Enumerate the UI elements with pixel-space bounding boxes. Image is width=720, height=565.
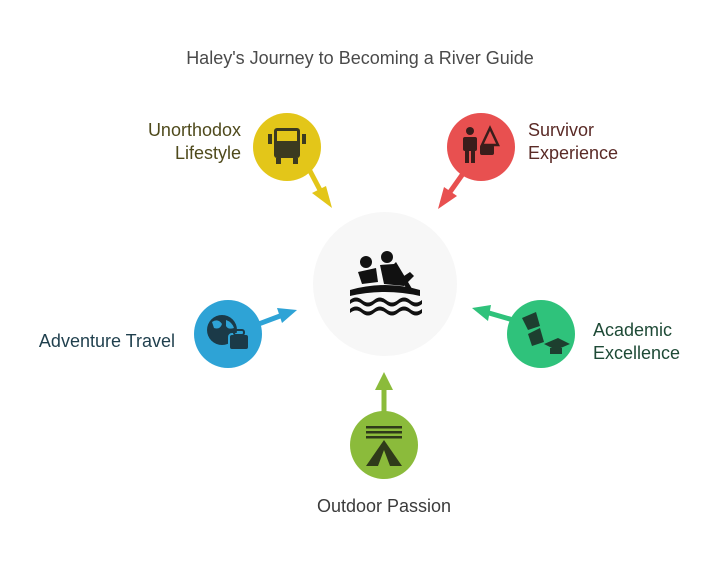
label-survivor: Survivor Experience bbox=[528, 119, 618, 165]
label-unorthodox: Unorthodox Lifestyle bbox=[148, 119, 241, 165]
label-line: Experience bbox=[528, 143, 619, 163]
node-academic bbox=[472, 300, 575, 368]
tent-icon bbox=[366, 426, 402, 466]
label-line: Excellence bbox=[593, 343, 681, 363]
hiker-icon bbox=[463, 125, 500, 163]
label-line: Survivor bbox=[528, 120, 595, 140]
arrowhead bbox=[277, 308, 297, 323]
label-academic: Academic Excellence bbox=[593, 319, 680, 365]
arrowhead bbox=[472, 305, 491, 321]
node-adventure bbox=[194, 300, 297, 368]
node-unorthodox bbox=[253, 113, 332, 208]
label-adventure: Adventure Travel bbox=[39, 330, 175, 353]
node-outdoor bbox=[350, 372, 418, 479]
label-outdoor: Outdoor Passion bbox=[0, 495, 720, 518]
arrowhead bbox=[312, 186, 332, 208]
label-line: Unorthodox bbox=[147, 120, 241, 140]
label-line: Lifestyle bbox=[174, 143, 241, 163]
label-line: Adventure Travel bbox=[38, 331, 175, 351]
label-line: Academic bbox=[593, 320, 673, 340]
label-line: Outdoor Passion bbox=[316, 496, 452, 516]
rafting-icon bbox=[350, 251, 422, 316]
globe-luggage-icon bbox=[207, 315, 250, 351]
arrowhead bbox=[438, 187, 457, 209]
node-survivor bbox=[438, 113, 515, 209]
truck-icon bbox=[268, 128, 306, 164]
graduation-icon bbox=[522, 312, 570, 354]
diagram-title: Haley's Journey to Becoming a River Guid… bbox=[186, 48, 534, 68]
arrowhead bbox=[375, 372, 393, 390]
